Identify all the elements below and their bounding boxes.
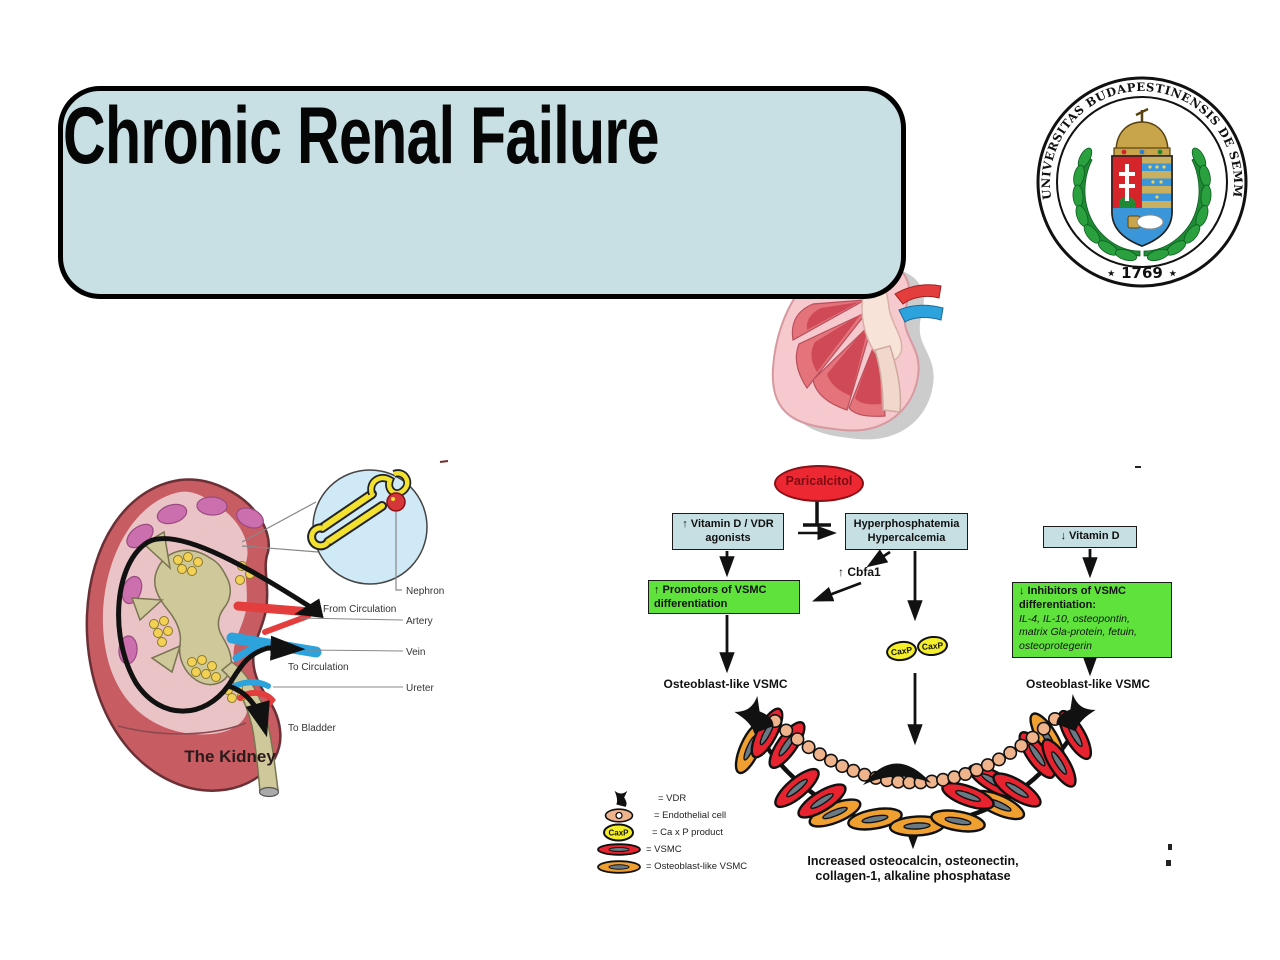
calcification-flowchart: Paricalcitol ↑ Vitamin D / VDR agonists …: [590, 455, 1215, 920]
inhibitors-line2: differentiation:: [1019, 598, 1096, 611]
title-box: Chronic Renal Failure: [58, 86, 906, 299]
paricalcitol-node: Paricalcitol: [774, 465, 864, 502]
calcified-vessel-illustration: [729, 693, 1098, 839]
legend-label-osteoblast: = Osteoblast-like VSMC: [646, 861, 748, 872]
endothelial-cell-icon: [596, 808, 654, 823]
vitamin-d-low-box: ↓ Vitamin D: [1043, 526, 1137, 548]
renal-vessels: [894, 284, 944, 323]
inhibitors-box: ↓ Inhibitors of VSMC differentiation: IL…: [1012, 582, 1172, 658]
outcome-line1: Increased osteocalcin, osteonectin,: [807, 854, 1019, 868]
seal-year: ⋆ 1769 ⋆: [1107, 264, 1178, 282]
label-vein: Vein: [406, 647, 425, 658]
inhibitors-item3: osteoprotegerin: [1019, 640, 1092, 653]
svg-text:CaxP: CaxP: [608, 829, 629, 838]
ureter-opening: [258, 786, 280, 798]
caxp-icon: CaxP: [596, 823, 652, 842]
label-from-circulation: From Circulation: [323, 604, 396, 615]
legend-label-vsmc: = VSMC: [646, 844, 682, 855]
arrow-hyper-to-cbfa1: [866, 549, 891, 568]
legend-row-osteoblast: = Osteoblast-like VSMC: [596, 858, 747, 875]
coat-of-arms: [1111, 155, 1173, 247]
legend-row-vsmc: = VSMC: [596, 841, 747, 858]
legend-row-caxp: CaxP = Ca x P product: [596, 823, 747, 842]
kidney-anatomy-figure: Nephron From Circulation Artery Vein To …: [85, 460, 449, 798]
kidney-caption: The Kidney: [184, 747, 276, 766]
cbfa1-label: ↑ Cbfa1: [838, 565, 881, 579]
outcome-text: Increased osteocalcin, osteonectin, coll…: [763, 854, 1063, 884]
artifact-mark: [1135, 466, 1141, 468]
legend: = VDR = Endothelial cell CaxP = Ca x P p…: [596, 790, 747, 875]
legend-row-vdr: = VDR: [596, 790, 747, 807]
vitamin-d-vdr-box: ↑ Vitamin D / VDR agonists: [672, 513, 784, 550]
promotors-box: ↑ Promotors of VSMC differentiation: [648, 580, 800, 614]
university-seal: UNIVERSITAS BUDAPESTINENSIS DE SEMMELWEI…: [1032, 60, 1248, 288]
hyper-line2: Hypercalcemia: [867, 532, 946, 544]
inhibitors-line1: ↓ Inhibitors of VSMC: [1019, 585, 1126, 597]
hyperphosphatemia-box: Hyperphosphatemia Hypercalcemia: [845, 513, 968, 550]
osteoblast-right-label: Osteoblast-like VSMC: [1025, 677, 1151, 691]
inhibitors-item1: IL-4, IL-10, osteopontin,: [1019, 612, 1130, 625]
legend-row-endothelial: = Endothelial cell: [596, 807, 747, 824]
slide-title: Chronic Renal Failure: [63, 91, 660, 181]
label-nephron: Nephron: [406, 586, 444, 597]
legend-label-endothelial: = Endothelial cell: [654, 810, 727, 821]
artifact-mark: [1166, 860, 1171, 866]
osteoblast-left-label: Osteoblast-like VSMC: [663, 677, 788, 691]
calcified-plaque: [863, 763, 931, 785]
vdr-icon: [596, 788, 658, 810]
inhibitors-item2: matrix Gla-protein, fetuin,: [1019, 626, 1137, 639]
vitamin-d-vdr-line1: ↑ Vitamin D / VDR: [682, 518, 774, 530]
label-artery: Artery: [406, 616, 433, 627]
from-circulation-arrow: [294, 598, 324, 618]
glomerulus-icon: [386, 492, 406, 512]
artifact-mark: [1168, 844, 1172, 850]
promotors-line2: differentiation: [654, 598, 728, 610]
label-to-circulation: To Circulation: [288, 662, 349, 673]
laurel-wreath-icon: [1072, 147, 1212, 262]
crown-icon: [1113, 107, 1171, 157]
arrow-cbfa1-to-promotors: [812, 581, 862, 602]
legend-label-vdr: = VDR: [658, 793, 687, 804]
flow-path: [116, 536, 315, 738]
label-lines: [273, 617, 404, 688]
endothelial-cell-chain: [767, 711, 1062, 790]
promotors-line1: ↑ Promotors of VSMC: [654, 584, 767, 596]
label-to-bladder: To Bladder: [288, 723, 336, 734]
label-ureter: Ureter: [406, 683, 434, 694]
outcome-line2: collagen-1, alkaline phosphatase: [815, 869, 1011, 883]
hyper-line1: Hyperphosphatemia: [853, 518, 960, 530]
artifact-mark: [439, 460, 449, 463]
vsmc-icon: [596, 843, 646, 856]
vitamin-d-vdr-line2: agonists: [705, 532, 751, 544]
osteoblast-like-vsmc-icon: [596, 859, 646, 874]
nephron-inset: [241, 469, 428, 591]
kidney-ureter-stub: [874, 345, 902, 413]
hand-emblem-icon: [1127, 214, 1164, 230]
legend-label-caxp: = Ca x P product: [652, 827, 723, 838]
